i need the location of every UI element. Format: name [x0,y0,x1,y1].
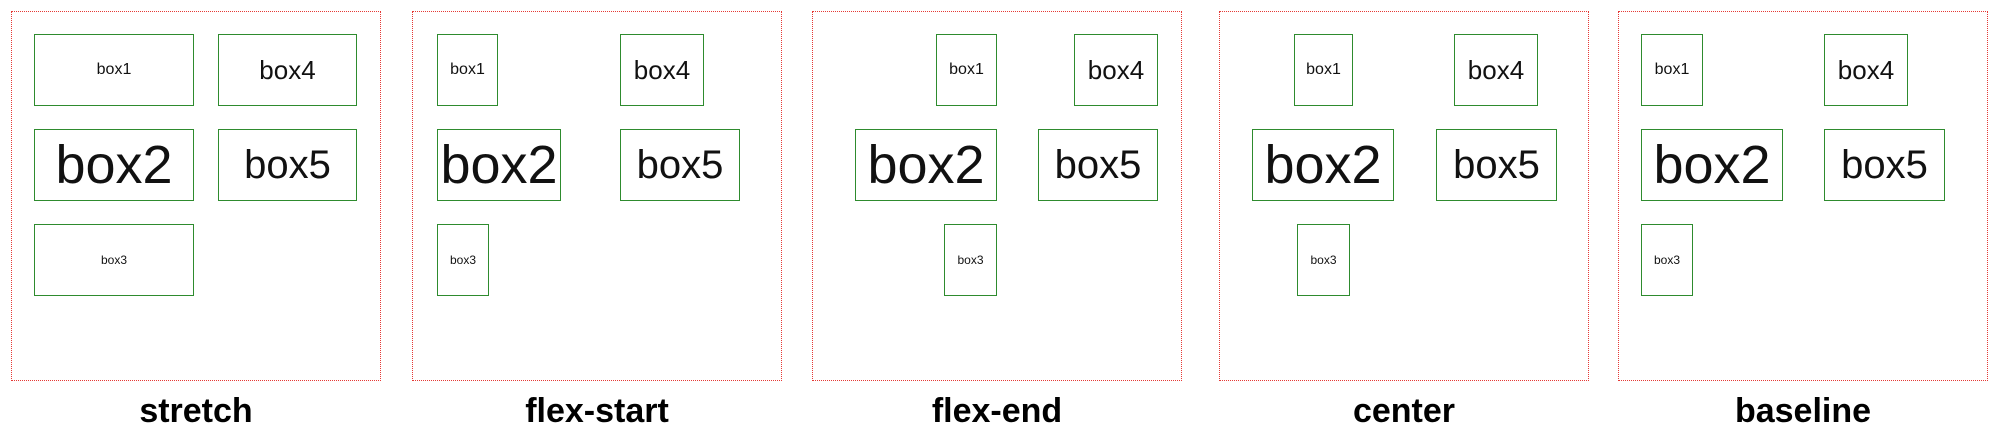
box1: box1 [1641,34,1703,106]
caption-stretch: stretch [139,392,253,430]
box3: box3 [944,224,997,296]
box5: box5 [1824,129,1945,201]
caption-flex-start: flex-start [525,392,669,430]
box3: box3 [1297,224,1350,296]
box1: box1 [34,34,194,106]
box4: box4 [1454,34,1538,106]
box2: box2 [1252,129,1394,201]
panel-flex-end: box1 box2 box3 box4 box5 [812,11,1182,381]
box1: box1 [936,34,997,106]
box5: box5 [620,129,740,201]
caption-baseline: baseline [1734,392,1872,430]
box4: box4 [620,34,704,106]
box1: box1 [1294,34,1353,106]
box5: box5 [1038,129,1158,201]
box1: box1 [437,34,498,106]
box2: box2 [1641,129,1783,201]
box4: box4 [218,34,357,106]
box3: box3 [34,224,194,296]
panel-flex-start: box1 box2 box3 box4 box5 [412,11,782,381]
box5: box5 [218,129,357,201]
box3: box3 [437,224,489,296]
box2: box2 [437,129,561,201]
caption-flex-end: flex-end [931,392,1063,430]
caption-center: center [1352,392,1456,430]
panel-baseline: box1 box2 box3 box4 box5 [1618,11,1988,381]
panel-stretch: box1 box2 box3 box4 box5 [11,11,381,381]
box3: box3 [1641,224,1693,296]
box4: box4 [1824,34,1908,106]
box2: box2 [34,129,194,201]
box4: box4 [1074,34,1158,106]
panel-center: box1 box2 box3 box4 box5 [1219,11,1589,381]
box5: box5 [1436,129,1557,201]
box2: box2 [855,129,997,201]
